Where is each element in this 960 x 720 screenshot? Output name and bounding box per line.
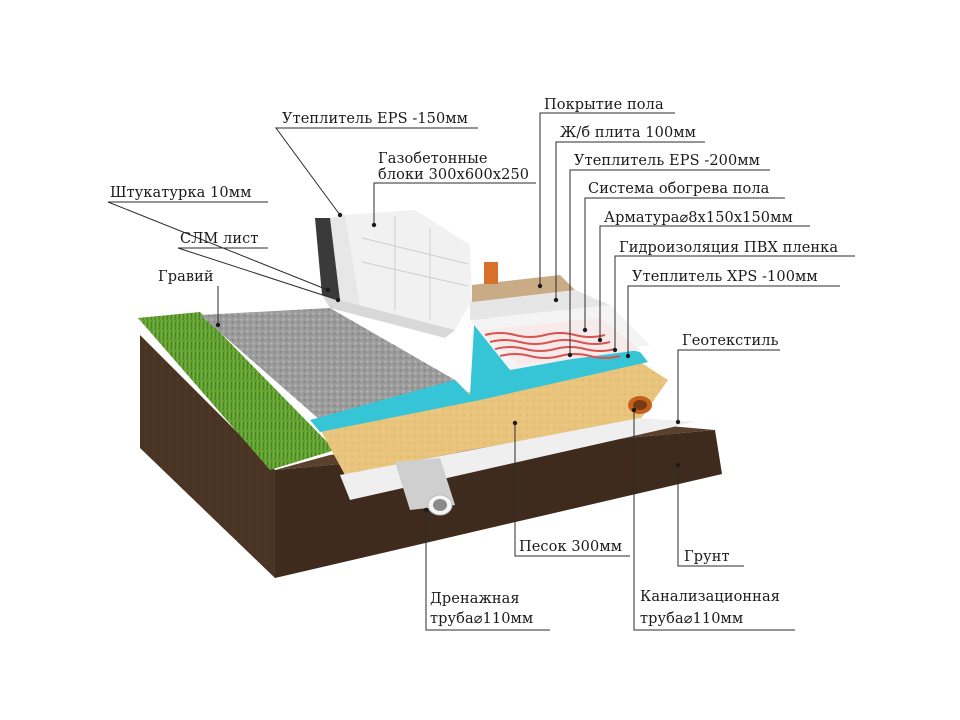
label-plaster: Штукатурка 10мм [110,185,252,201]
label-drain-2: труба⌀110мм [430,611,534,627]
gravel-layer [200,308,470,420]
grass-strip [138,312,335,470]
wall-insulation [330,215,360,305]
heating-pipes [484,332,621,359]
label-xps: Утеплитель XPS -100мм [632,269,818,285]
label-gasbeton-2: блоки 300х600х250 [378,167,530,183]
soil-front [140,335,275,578]
label-sewer-1: Канализационная [640,589,780,605]
label-rebar: Арматура⌀8х150х150мм [604,210,793,226]
label-geotextile: Геотекстиль [682,333,779,349]
floor-covering [472,275,575,302]
block-joints [361,216,469,320]
label-pvc: Гидроизоляция ПВХ пленка [619,240,839,256]
label-slm: СЛМ лист [180,231,259,247]
wall-blocks [345,210,472,330]
drain-pipe-bore [433,499,447,511]
sewer-pipe-stub [484,262,498,284]
label-heating: Система обогрева пола [588,181,770,197]
label-gasbeton-1: Газобетонные [378,151,488,167]
sand-layer [315,362,668,475]
label-eps200: Утеплитель EPS -200мм [574,153,761,169]
label-gravel: Гравий [158,269,214,285]
label-eps150: Утеплитель EPS -150мм [282,111,469,127]
slm-sheet [322,295,455,338]
label-sand: Песок 300мм [519,539,623,555]
label-drain-1: Дренажная [430,591,520,607]
label-floor: Покрытие пола [544,97,664,113]
label-slab: Ж/б плита 100мм [560,125,697,141]
wall-plaster [315,218,340,300]
label-sewer-2: труба⌀110мм [640,611,744,627]
label-soil: Грунт [684,549,730,565]
leader-lines [107,112,855,631]
sewer-pipe-bore [633,400,647,410]
